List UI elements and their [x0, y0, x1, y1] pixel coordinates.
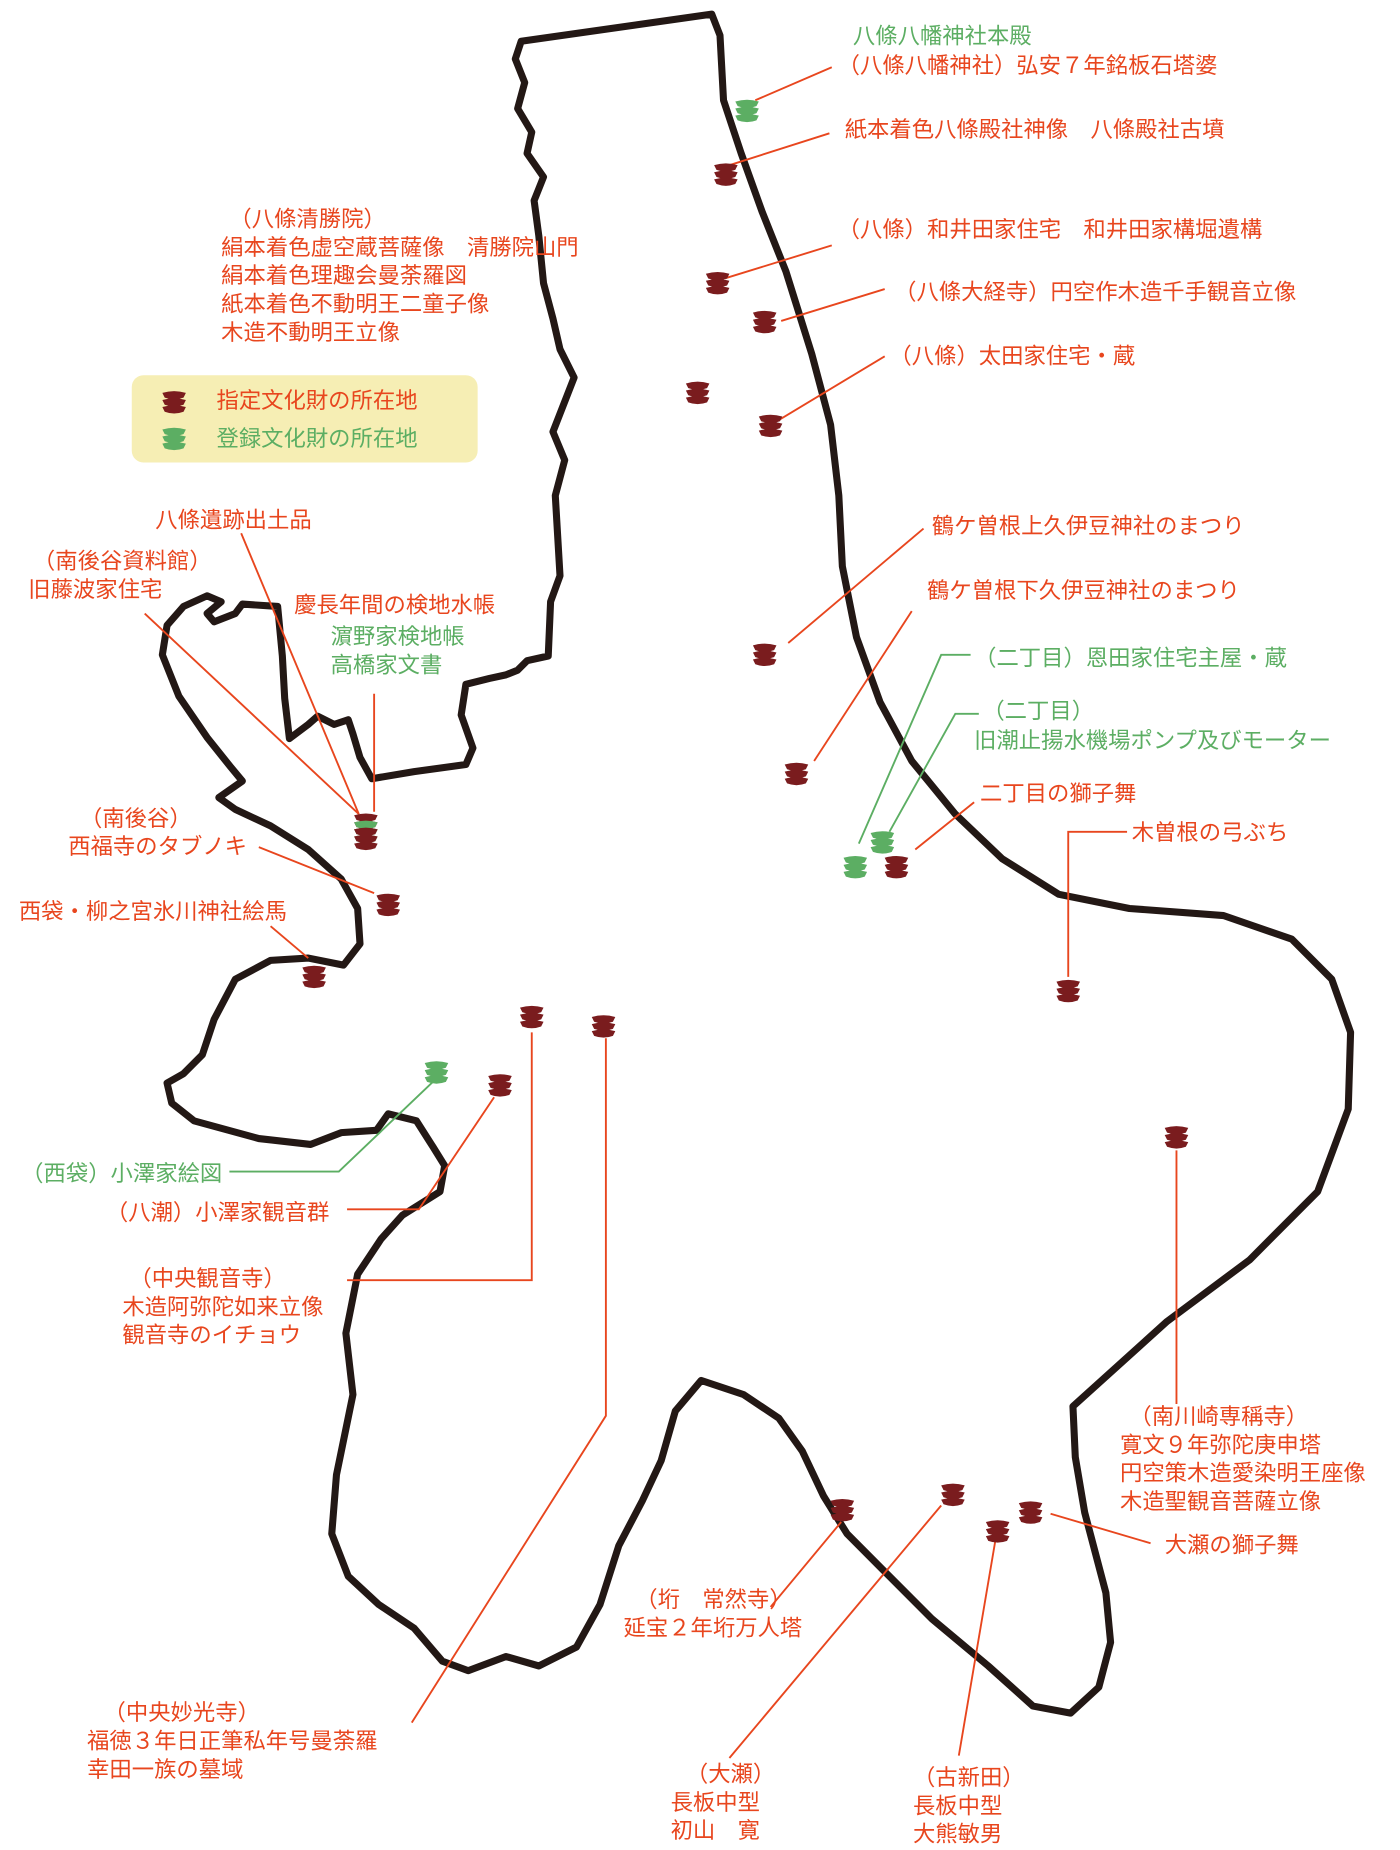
designated-marker-icon[interactable] [705, 271, 730, 295]
label: 絹本着色理趣会曼荼羅図 [221, 263, 467, 289]
label: 濵野家検地帳 [331, 624, 465, 650]
label: 長板中型 [913, 1793, 1002, 1819]
label: （南後谷資料館） [33, 549, 212, 575]
label: （中央妙光寺） [104, 1700, 260, 1726]
label: 木造不動明王立像 [221, 320, 400, 346]
designated-marker-icon[interactable] [591, 1015, 616, 1038]
label: 絹本着色虚空蔵菩薩像 清勝院山門 [221, 235, 579, 261]
designated-marker-icon[interactable] [520, 1005, 544, 1029]
label: 木造阿弥陀如来立像 [122, 1294, 323, 1320]
label: 西福寺のタブノキ [68, 834, 247, 860]
label: （大瀬） [686, 1762, 775, 1788]
label: 紙本着色八條殿社神像 八條殿社古墳 [845, 117, 1225, 143]
label: 初山 寛 [671, 1818, 760, 1844]
label: （中央観音寺） [129, 1266, 285, 1292]
designated-marker-icon[interactable] [376, 893, 400, 917]
designated-marker-icon[interactable] [714, 163, 738, 186]
label: （二丁目）恩田家住宅主屋・蔵 [974, 645, 1287, 671]
legend-designated: 指定文化財の所在地 [216, 388, 417, 414]
designated-marker-icon[interactable] [685, 381, 710, 405]
label: （八潮）小澤家観音群 [106, 1200, 329, 1226]
label: （古新田） [913, 1765, 1025, 1791]
label: 鶴ケ曽根上久伊豆神社のまつり [932, 513, 1245, 539]
label: 旧藤波家住宅 [28, 577, 162, 603]
label: （八條）太田家住宅・蔵 [889, 343, 1135, 369]
label: 西袋・柳之宮氷川神社絵馬 [19, 899, 287, 925]
label: 木造聖観音菩薩立像 [1120, 1489, 1321, 1515]
label: 大熊敏男 [913, 1822, 1002, 1848]
label: 円空策木造愛染明王座像 [1120, 1461, 1366, 1487]
label: （南後谷） [80, 806, 192, 832]
designated-marker-icon[interactable] [985, 1520, 1010, 1543]
label: 八條遺跡出土品 [155, 507, 311, 533]
label: （西袋）小澤家絵図 [21, 1161, 222, 1187]
label: 八條八幡神社本殿 [853, 24, 1032, 50]
label: 二丁目の獅子舞 [980, 781, 1136, 807]
label: （八條大経寺）円空作木造千手観音立像 [894, 280, 1296, 306]
designated-marker-icon[interactable] [354, 827, 378, 851]
legend-box [131, 375, 478, 463]
label: 延宝２年垳万人塔 [624, 1615, 803, 1641]
designated-marker-icon[interactable] [488, 1074, 512, 1097]
designated-marker-icon[interactable] [1018, 1501, 1043, 1524]
designated-marker-icon[interactable] [752, 310, 777, 334]
designated-marker-icon[interactable] [830, 1498, 855, 1522]
label: （八條八幡神社）弘安７年銘板石塔婆 [838, 53, 1218, 79]
designated-marker-icon[interactable] [941, 1483, 965, 1507]
labels: 八條八幡神社本殿 （八條八幡神社）弘安７年銘板石塔婆 紙本着色八條殿社神像 八條… [19, 24, 1366, 1848]
city-boundary [158, 10, 1355, 1717]
label: （二丁目） [982, 698, 1094, 724]
designated-marker-icon[interactable] [1056, 979, 1080, 1003]
registered-marker-icon[interactable] [870, 831, 895, 854]
registered-marker-icon [162, 427, 186, 451]
legend-registered: 登録文化財の所在地 [216, 426, 417, 452]
designated-marker-icon[interactable] [752, 643, 777, 667]
designated-marker-icon[interactable] [884, 855, 909, 879]
label: 長板中型 [671, 1790, 760, 1816]
label: 木曽根の弓ぶち [1132, 820, 1289, 846]
label: 寛文９年弥陀庚申塔 [1120, 1432, 1321, 1458]
label: 旧潮止揚水機場ポンプ及びモーター [974, 728, 1331, 754]
designated-marker-icon[interactable] [302, 965, 326, 989]
legend: 指定文化財の所在地 登録文化財の所在地 [131, 375, 478, 463]
label: 観音寺のイチョウ [122, 1323, 301, 1349]
label: 福徳３年日正筆私年号曼荼羅 [87, 1729, 377, 1755]
leader-lines [144, 66, 1178, 1759]
designated-marker-icon[interactable] [758, 414, 783, 438]
designated-marker-icon[interactable] [784, 762, 809, 786]
label: 慶長年間の検地水帳 [294, 592, 495, 618]
registered-marker-icon[interactable] [735, 99, 759, 123]
registered-marker-icon[interactable] [843, 855, 868, 879]
label: 高橋家文書 [331, 652, 443, 678]
label: （八條）和井田家住宅 和井田家構堀遺構 [838, 217, 1263, 243]
designated-marker-icon [162, 391, 186, 414]
label: （垳 常然寺） [635, 1587, 791, 1613]
label: 大瀬の獅子舞 [1165, 1533, 1299, 1559]
registered-marker-icon[interactable] [424, 1061, 449, 1084]
label: （八條清勝院） [229, 207, 385, 233]
label: 鶴ケ曽根下久伊豆神社のまつり [927, 578, 1240, 604]
label: 紙本着色不動明王二童子像 [221, 291, 489, 317]
designated-marker-icon[interactable] [1164, 1126, 1189, 1149]
label: 幸田一族の墓域 [87, 1757, 243, 1783]
label: （南川崎専稱寺） [1129, 1404, 1308, 1430]
